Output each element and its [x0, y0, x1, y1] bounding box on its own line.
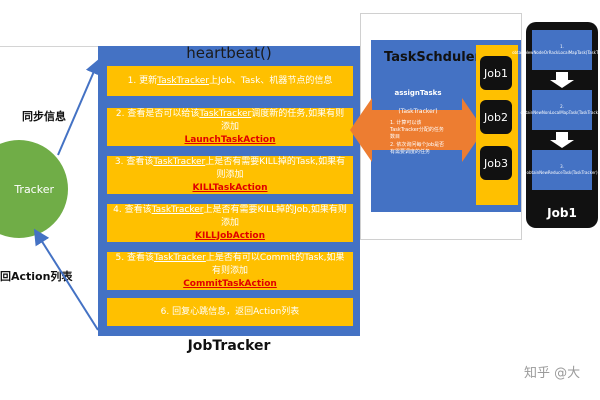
return-arrow — [33, 228, 99, 331]
assign-tasks-step-1: 1. 计算可以该TaskTracker分配的任务数目 — [390, 120, 444, 140]
launch-task-action: LaunchTaskAction — [184, 134, 276, 145]
header-divider — [0, 46, 100, 47]
job-tile-1: Job1 — [480, 56, 512, 90]
assign-tasks-title: assignTasks — [394, 89, 442, 97]
assign-tasks-arrow — [350, 98, 484, 162]
job1-flow-arrows — [550, 72, 574, 148]
sync-arrow — [57, 58, 101, 156]
return-action-label: 回Action列表 — [0, 270, 73, 283]
job1-label: Job1 — [547, 206, 577, 220]
jobtracker-label: JobTracker — [187, 338, 271, 354]
watermark: 知乎 @大 — [524, 366, 581, 381]
heartbeat-title: heartbeat() — [186, 44, 272, 62]
jobtracker-step-3: 3. 查看该TaskTracker上是否有需要KILL掉的Task,如果有则添加… — [107, 156, 353, 194]
job1-step-3: 3. obtainNewReduceTask(TaskTracker) — [527, 150, 598, 190]
kill-job-action: KILLJobAction — [194, 230, 266, 241]
jobtracker-step-1: 1. 更新TaskTracker上Job、Task、机器节点的信息 — [107, 66, 353, 96]
assign-tasks-step-2: 2. 依次询问每个Job是否有需要调度的任务 — [390, 142, 445, 155]
taskscheduler-title: TaskSchduler — [384, 50, 481, 65]
job-tile-3: Job3 — [480, 146, 512, 180]
sync-info-label: 同步信息 — [22, 110, 66, 123]
jobtracker-step-4: 4. 查看该TaskTracker上是否有需要KILL掉的Job,如果有则添加 … — [107, 204, 353, 242]
commit-task-action: CommitTaskAction — [183, 278, 277, 289]
jobtracker-step-6: 6. 回复心跳信息，返回Action列表 — [107, 298, 353, 326]
tasktracker-label: Tracker — [14, 182, 54, 196]
assign-tasks-subtitle: (TaskTracker) — [398, 108, 438, 115]
job-tile-2: Job2 — [480, 100, 512, 134]
kill-task-action: KILLTaskAction — [192, 182, 268, 193]
job1-step-1: 1. obtainNewNodeOrRackLocalMapTask(TaskT… — [512, 30, 600, 70]
jobtracker-step-5: 5. 查看该TaskTracker上是否有可以Commit的Task,如果有则添… — [107, 252, 353, 290]
job1-step-2: 2. obtainNewNonLocalMapTask(TaskTracker) — [521, 90, 600, 130]
jobtracker-step-2: 2. 查看是否可以给该TaskTracker调度新的任务,如果有则添加 Laun… — [107, 108, 353, 146]
